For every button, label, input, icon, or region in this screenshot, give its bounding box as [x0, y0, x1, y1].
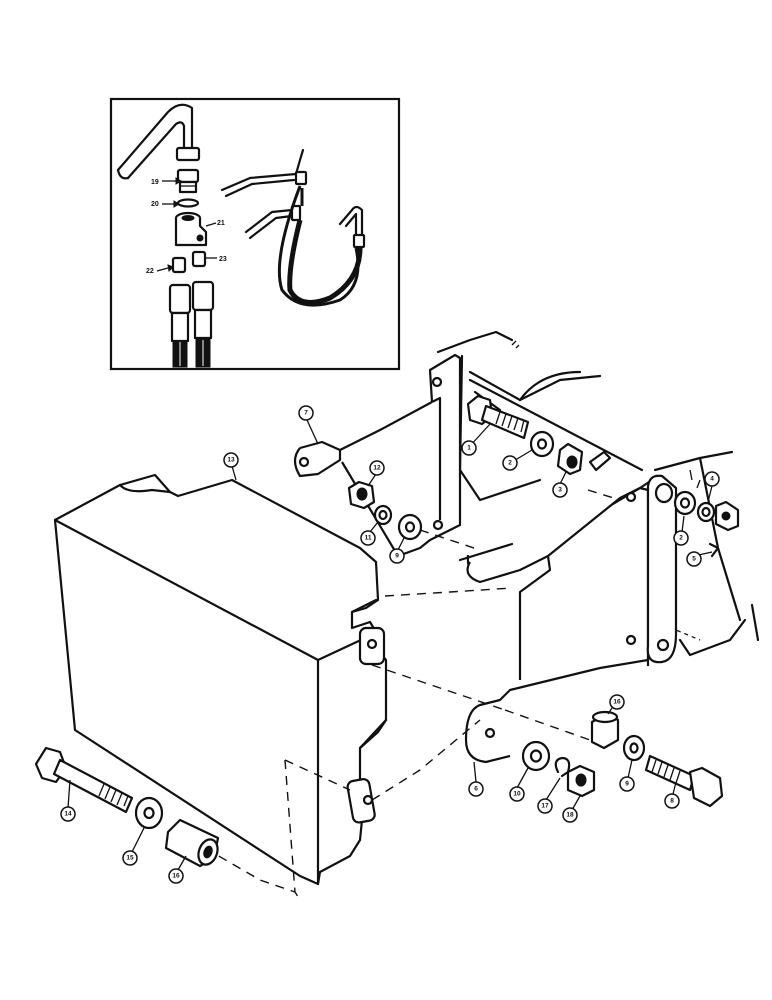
washer-15 [134, 796, 164, 830]
tube-nut [175, 146, 201, 162]
right-hardware-stack [654, 482, 740, 558]
callout-5: 5 [686, 551, 713, 567]
callout-4: 4 [704, 471, 720, 503]
callout-7: 7 [298, 405, 319, 445]
callout-9-right: 9 [619, 759, 635, 792]
svg-text:1: 1 [467, 445, 471, 452]
svg-text:15: 15 [126, 855, 134, 862]
adapter-fitting [176, 168, 200, 194]
callout-1: 1 [461, 423, 491, 456]
callout-2-right: 2 [673, 515, 689, 546]
svg-text:16: 16 [172, 873, 180, 880]
washer-10 [521, 740, 551, 772]
svg-text:18: 18 [566, 812, 574, 819]
callout-6: 6 [468, 761, 484, 797]
svg-text:2: 2 [679, 535, 683, 542]
svg-text:9: 9 [625, 781, 629, 788]
fitting-left [171, 256, 187, 274]
callout-15: 15 [122, 827, 145, 866]
callout-19: 19 [151, 177, 182, 186]
svg-text:7: 7 [304, 410, 308, 417]
svg-text:5: 5 [692, 556, 696, 563]
svg-text:16: 16 [613, 699, 621, 706]
svg-text:23: 23 [219, 256, 227, 263]
svg-text:21: 21 [217, 220, 225, 227]
tee-fitting [174, 211, 208, 247]
svg-text:14: 14 [64, 811, 72, 818]
svg-text:20: 20 [151, 201, 159, 208]
bolt-8 [644, 754, 724, 808]
bolt-1 [466, 394, 530, 440]
callout-3: 3 [552, 471, 568, 498]
battery-box [53, 473, 388, 886]
frame-stud [588, 450, 612, 472]
spacer-3 [556, 442, 584, 476]
svg-text:4: 4 [710, 476, 714, 483]
callout-8: 8 [664, 781, 680, 809]
bolt-14 [34, 746, 134, 814]
callout-16-right: 16 [607, 694, 625, 715]
callout-9: 9 [389, 537, 405, 564]
svg-text:22: 22 [146, 268, 154, 275]
nut-12 [347, 480, 376, 510]
svg-text:6: 6 [474, 786, 478, 793]
callout-22: 22 [146, 264, 174, 275]
callout-23: 23 [206, 256, 227, 263]
callout-17: 17 [537, 777, 561, 814]
callout-2: 2 [502, 449, 533, 471]
lockwasher-11 [373, 504, 393, 526]
hidden-lines [204, 489, 621, 901]
callout-21: 21 [205, 220, 225, 227]
svg-text:2: 2 [508, 460, 512, 467]
right-bracket [464, 478, 654, 764]
callout-16: 16 [168, 855, 187, 884]
svg-text:19: 19 [151, 179, 159, 186]
callout-14: 14 [60, 779, 76, 822]
inset-hoses [168, 280, 215, 368]
upper-bracket [293, 353, 462, 558]
svg-text:8: 8 [670, 798, 674, 805]
callout-20: 20 [151, 200, 180, 208]
link-bar [646, 474, 678, 664]
washer-9-right [622, 734, 646, 762]
spacer-16-right [590, 710, 620, 750]
washer-2 [529, 430, 555, 458]
callout-18: 18 [562, 795, 581, 823]
svg-text:12: 12 [373, 465, 381, 472]
washer-9 [397, 513, 423, 541]
fitting-right [191, 250, 207, 268]
inset-panel: 19 20 21 22 23 [109, 97, 401, 371]
hose-assembly [220, 148, 366, 307]
svg-text:13: 13 [227, 457, 235, 464]
svg-text:9: 9 [395, 553, 399, 560]
svg-text:3: 3 [558, 487, 562, 494]
o-ring [176, 198, 200, 208]
svg-text:11: 11 [365, 535, 372, 542]
lockwasher-17 [554, 756, 571, 778]
spacer-16-left [164, 818, 220, 868]
callout-12: 12 [367, 460, 385, 487]
nut-18 [566, 764, 596, 798]
svg-text:17: 17 [541, 803, 549, 810]
callout-10: 10 [509, 767, 529, 802]
callout-11: 11 [360, 521, 379, 546]
callout-13: 13 [223, 452, 239, 481]
cross-plate [458, 487, 641, 680]
svg-text:10: 10 [513, 791, 521, 798]
